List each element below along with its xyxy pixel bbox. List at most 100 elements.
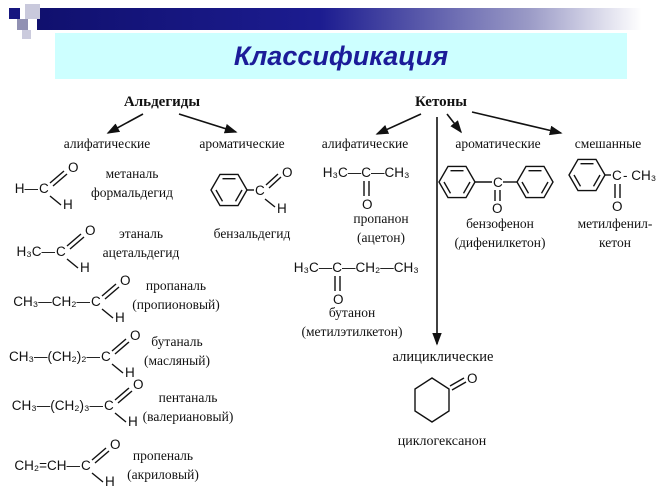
ring-double-bond (443, 181, 452, 194)
single-bond (49, 195, 62, 206)
decor-square-medium (17, 19, 28, 30)
hydrogen-atom: H (63, 197, 73, 212)
double-bond (104, 286, 120, 300)
oxygen-atom: O (110, 437, 121, 452)
cyclohexane-ring (414, 377, 450, 423)
chain-formula: CH₂=CH— (14, 458, 80, 473)
hydrogen-atom: H (115, 310, 125, 325)
structure-trivial-name: (масляный) (144, 353, 210, 368)
ketones-aromatic-label: ароматические (455, 136, 541, 151)
oxygen-atom: O (85, 223, 96, 238)
hydrogen-atom: H (277, 201, 287, 216)
benzaldehyde-name: бензальдегид (194, 224, 310, 243)
propenal-names: пропеналь (акриловый) (114, 446, 212, 484)
methylphenylketone-names: метилфенил- кетон (561, 214, 667, 252)
oxygen-atom: O (612, 199, 623, 214)
oxygen-atom: O (120, 273, 131, 288)
formula-left: H₃C—C (323, 165, 371, 180)
double-bond (114, 387, 130, 401)
carbon-atom: C (101, 349, 111, 364)
double-bond (69, 236, 85, 250)
structure-name: метилфенил- (577, 216, 653, 231)
chain-formula: CH₃—(CH₂)₃— (12, 398, 104, 413)
formula-tail: - CH₃ (623, 168, 656, 183)
structure-name: пентаналь (158, 390, 218, 405)
benzophenone-names: бензофенон (дифенилкетон) (438, 214, 562, 252)
cyclohexanone-name: циклогексанон (378, 432, 506, 451)
double-bond (66, 233, 82, 247)
propanal-structure: CH₃—CH₂— C O H (13, 273, 131, 325)
carbon-atom: C (81, 458, 91, 473)
ring-double-bond (573, 174, 582, 187)
arrow-aldehydes-aliphatic (106, 113, 144, 134)
oxygen-atom: O (282, 165, 293, 180)
ethanal-names: этаналь ацетальдегид (85, 224, 197, 262)
structure-name: бутаналь (151, 334, 203, 349)
aldehydes-heading: Альдегиды (123, 94, 201, 110)
aldehydes-aromatic-label: ароматические (199, 136, 285, 151)
double-bond (49, 170, 65, 184)
decor-square-small (22, 30, 31, 39)
double-bond (111, 338, 127, 352)
arrow-ketones-aromatic (446, 113, 462, 134)
pentanal-structure: CH₃—(CH₂)₃— C O H (12, 377, 144, 429)
benzaldehyde-structure: C O H (210, 165, 293, 216)
oxygen-atom: O (467, 371, 478, 386)
structure-name: пропаналь (145, 278, 207, 293)
ketones-mixed-label: смешанные (574, 136, 642, 151)
double-bond (94, 450, 110, 464)
carbon-atom: C (493, 175, 503, 190)
formula-right: —CH₂—CH₃ (342, 260, 419, 275)
oxygen-atom: O (492, 201, 503, 216)
butanal-structure: CH₃—(CH₂)₂— C O H (9, 328, 140, 380)
structure-name: пропанон (353, 211, 409, 226)
single-bond (114, 412, 127, 423)
structure-trivial-name: (акриловый) (127, 467, 199, 482)
structure-trivial-name: (дифенилкетон) (454, 235, 546, 250)
ring-double-bond (462, 181, 471, 194)
hydrogen-atom: H (105, 474, 115, 489)
slide-title: Классификация (233, 40, 449, 71)
title-box: Классификация (55, 33, 627, 79)
chain-formula: H₃C— (17, 244, 56, 259)
propanal-names: пропаналь (пропионовый) (118, 276, 234, 314)
double-bond (91, 447, 107, 461)
single-bond (66, 258, 79, 269)
ring-double-bond (234, 189, 243, 202)
structure-trivial-name: (ацетон) (357, 230, 405, 245)
ring-double-bond (215, 189, 224, 202)
formula-left: H₃C—C (294, 260, 342, 275)
butanone-names: бутанон (метилэтилкетон) (290, 303, 414, 341)
chain-formula: CH₃—CH₂— (13, 294, 90, 309)
double-bond (114, 341, 130, 355)
structure-name: метаналь (105, 166, 159, 181)
structure-name: бензофенон (466, 216, 534, 231)
structure-name: пропеналь (132, 448, 194, 463)
methanal-structure: H— C O H (15, 160, 79, 212)
structure-name-2: кетон (599, 235, 631, 250)
structure-trivial-name: (валериановый) (142, 409, 234, 424)
structure-trivial-name: (метилэтилкетон) (301, 324, 403, 339)
benzene-ring (438, 165, 476, 199)
structure-name: этаналь (118, 226, 164, 241)
arrow-aldehydes-aromatic (178, 113, 238, 134)
aldehydes-aliphatic-label: алифатические (63, 136, 151, 151)
cyclohexanone-structure: O (414, 371, 478, 423)
carbon-atom: C (255, 183, 265, 198)
butanone-structure: H₃C—C —CH₂—CH₃ O (294, 260, 419, 307)
chain-formula: H— (15, 181, 39, 196)
single-bond (101, 308, 114, 319)
structure-trivial-name: формальдегид (91, 185, 173, 200)
decor-square-navy (9, 8, 20, 19)
oxygen-atom: O (362, 197, 373, 212)
chain-formula: CH₃—(CH₂)₂— (9, 349, 100, 364)
oxygen-atom: O (133, 377, 144, 392)
double-bond (52, 173, 68, 187)
single-bond (264, 198, 276, 208)
ketones-heading: Кетоны (415, 94, 467, 110)
decor-square-light (25, 4, 40, 19)
hydrogen-atom: H (128, 414, 138, 429)
structure-name: бензальдегид (213, 226, 291, 241)
propenal-structure: CH₂=CH— C O H (14, 437, 121, 489)
double-bond (117, 390, 133, 404)
